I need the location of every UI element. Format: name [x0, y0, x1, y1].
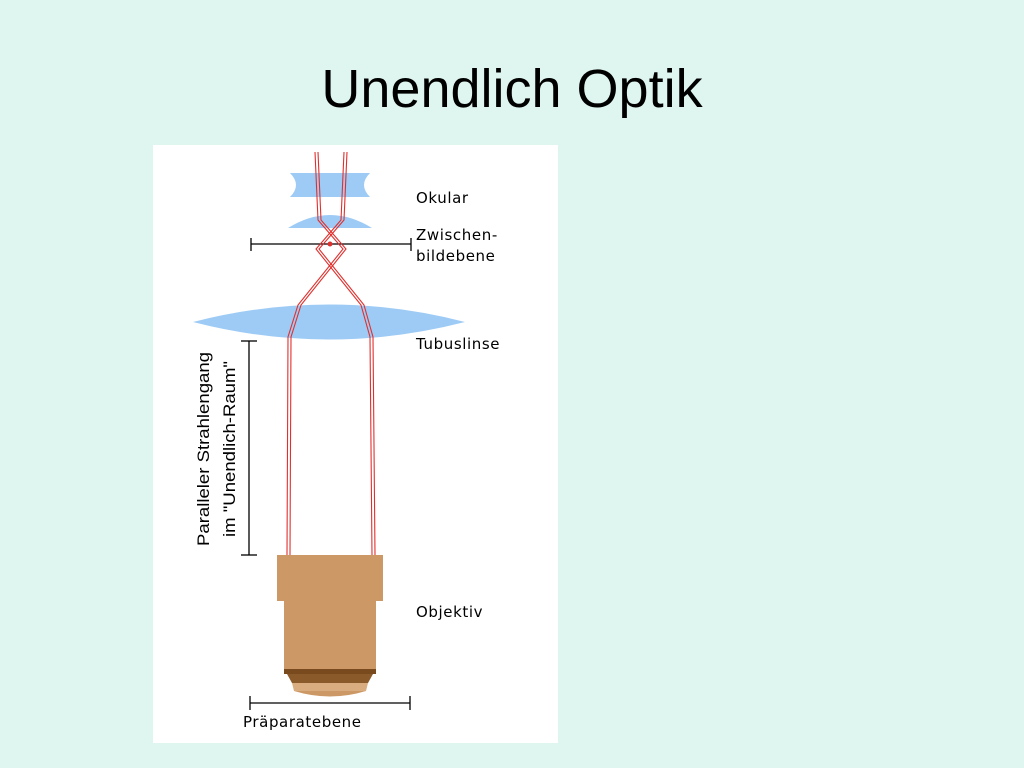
- label-tubuslinse: Tubuslinse: [415, 335, 500, 353]
- ocular-lower-lens: [288, 215, 372, 228]
- objective-body: [277, 555, 383, 697]
- light-rays: [286, 151, 376, 556]
- slide-title: Unendlich Optik: [321, 59, 703, 119]
- focus-point: [327, 241, 333, 247]
- diagram-svg: Okular Zwischen- bildebene Tubuslinse Ob…: [193, 151, 500, 731]
- label-okular: Okular: [416, 189, 469, 207]
- label-parallel-beam-line1: Paralleler Strahlengang: [194, 352, 213, 546]
- label-zwischenbildebene-line1: Zwischen-: [416, 226, 498, 244]
- label-zwischenbildebene-line2: bildebene: [416, 247, 496, 265]
- microscope-diagram: Okular Zwischen- bildebene Tubuslinse Ob…: [153, 145, 558, 743]
- tube-lens: [193, 304, 465, 340]
- label-objektiv: Objektiv: [416, 603, 483, 621]
- parallel-beam-bracket: [241, 340, 257, 556]
- ocular-upper-lens: [290, 173, 370, 197]
- label-parallel-beam-line2: im "Unendlich-Raum": [220, 361, 239, 537]
- specimen-plane-marker: [249, 696, 411, 710]
- label-praeparatebene: Präparatebene: [243, 713, 362, 731]
